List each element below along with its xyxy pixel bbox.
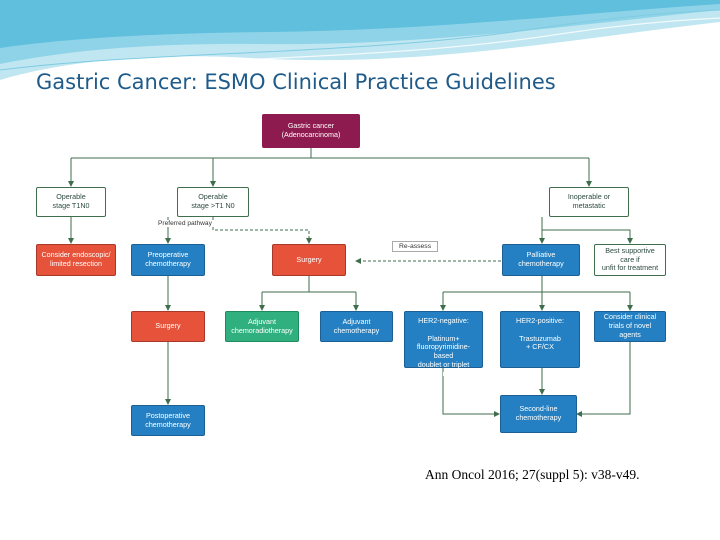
node-postoperative-chemotherapy: Postoperative chemotherapy <box>131 405 205 436</box>
node-operable-t1n0: Operable stage T1N0 <box>36 187 106 217</box>
node-surgery: Surgery <box>272 244 346 276</box>
node-adjuvant-chemotherapy: Adjuvant chemotherapy <box>320 311 393 342</box>
node-preoperative-chemotherapy: Preoperative chemotherapy <box>131 244 205 276</box>
node-clinical-trials: Consider clinical trials of novel agents <box>594 311 666 342</box>
node-operable-gt-t1n0: Operable stage >T1 N0 <box>177 187 249 217</box>
node-endoscopic-resection: Consider endoscopic/ limited resection <box>36 244 116 276</box>
slide-title: Gastric Cancer: ESMO Clinical Practice G… <box>36 70 556 94</box>
treatment-flowchart: Gastric cancer (Adenocarcinoma) Operable… <box>34 110 667 437</box>
header-wave-decoration <box>0 0 720 80</box>
node-surgery-after-preop: Surgery <box>131 311 205 342</box>
node-adjuvant-chemoradiotherapy: Adjuvant chemoradiotherapy <box>225 311 299 342</box>
citation-reference: Ann Oncol 2016; 27(suppl 5): v38-v49. <box>425 467 640 482</box>
node-best-supportive-care: Best supportive care if unfit for treatm… <box>594 244 666 276</box>
node-her2-positive: HER2-positive: Trastuzumab + CF/CX <box>500 311 580 368</box>
node-gastric-cancer: Gastric cancer (Adenocarcinoma) <box>262 114 360 148</box>
label-preferred-pathway: Preferred pathway <box>156 220 214 227</box>
node-inoperable-metastatic: Inoperable or metastatic <box>549 187 629 217</box>
label-re-assess: Re-assess <box>392 241 439 252</box>
node-her2-negative: HER2-negative: Platinum+ fluoropyrimidin… <box>404 311 483 378</box>
node-palliative-chemotherapy: Palliative chemotherapy <box>502 244 580 276</box>
node-second-line-chemotherapy: Second-line chemotherapy <box>500 395 577 433</box>
